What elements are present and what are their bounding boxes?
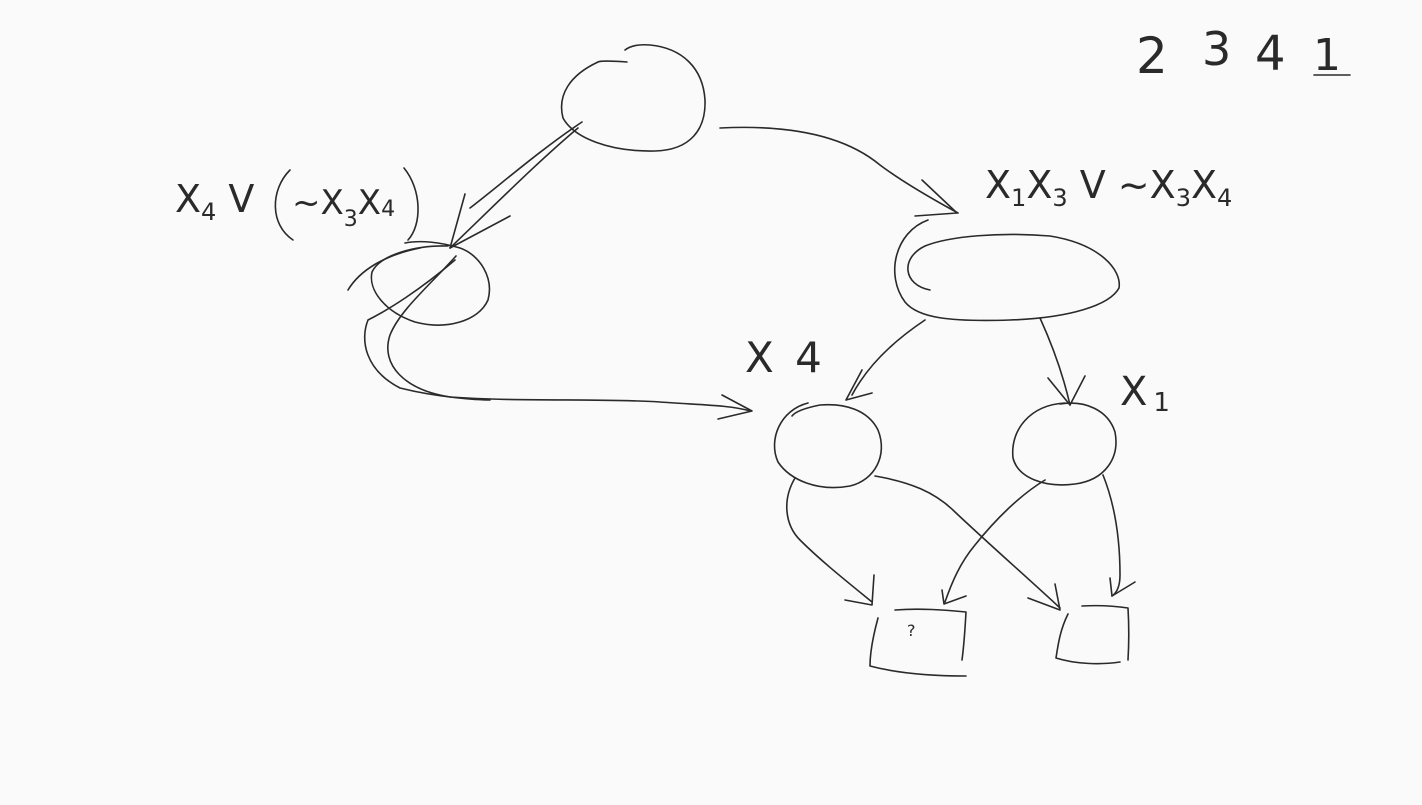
right-to-x1-arrowhead bbox=[1047, 375, 1086, 406]
right-node bbox=[893, 219, 1120, 322]
variable-order: 2 3 4 1 bbox=[1136, 22, 1351, 85]
right-node-formula: X1X3 V ~X3X4 bbox=[985, 163, 1232, 212]
root-to-right-edge bbox=[719, 126, 959, 214]
left-node-formula: X4 V ~X3X4 bbox=[175, 167, 419, 241]
left-formula-open-paren bbox=[274, 169, 294, 241]
root-to-right-arrowhead bbox=[914, 179, 958, 217]
x1-node bbox=[1011, 402, 1117, 486]
order-item-1: 2 bbox=[1136, 27, 1168, 85]
x4-node-label: X 4 bbox=[745, 333, 822, 382]
order-item-4: 1 bbox=[1313, 30, 1341, 81]
x4-low-edge bbox=[785, 477, 873, 603]
x4-low-arrowhead bbox=[844, 574, 875, 606]
terminal-right bbox=[1055, 604, 1130, 665]
left-formula-text: X4 V bbox=[175, 177, 254, 226]
x4-high-arrowhead bbox=[1027, 583, 1061, 611]
left-node-overstroke bbox=[347, 247, 421, 291]
x1-high-edge bbox=[1102, 474, 1121, 597]
root-node bbox=[560, 43, 706, 152]
left-node bbox=[370, 240, 491, 326]
left-to-x4-arrowhead bbox=[717, 394, 753, 420]
x4-high-edge bbox=[874, 475, 1061, 609]
right-to-x1-edge bbox=[1039, 317, 1071, 406]
x1-low-edge bbox=[944, 479, 1046, 603]
left-formula-inner: ~X3X4 bbox=[292, 183, 395, 232]
x1-high-arrowhead bbox=[1109, 577, 1136, 597]
root-to-left-arrowhead bbox=[449, 193, 511, 249]
order-item-2: 3 bbox=[1202, 22, 1231, 76]
x1-low-arrowhead bbox=[941, 589, 967, 605]
terminal-left bbox=[869, 608, 967, 677]
right-to-x4-arrowhead bbox=[845, 369, 873, 401]
order-item-3: 4 bbox=[1255, 26, 1286, 82]
left-formula-close-paren bbox=[403, 167, 419, 241]
root-to-left-edge-b bbox=[449, 127, 579, 249]
left-to-x4-edge-a bbox=[387, 255, 751, 412]
x4-node bbox=[773, 402, 883, 489]
terminal-left-label: ? bbox=[907, 621, 916, 640]
root-to-left-edge-a bbox=[469, 121, 583, 209]
left-to-x4-edge-b bbox=[363, 259, 491, 401]
right-to-x4-edge bbox=[851, 319, 926, 396]
